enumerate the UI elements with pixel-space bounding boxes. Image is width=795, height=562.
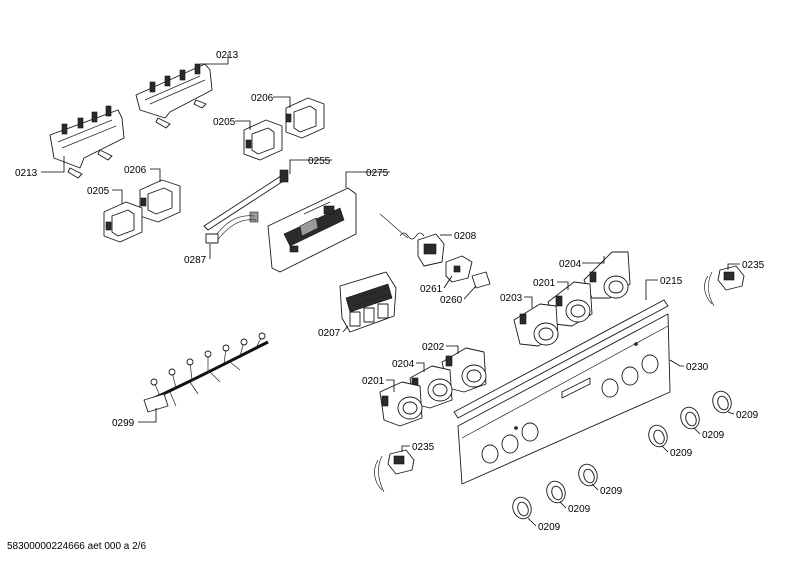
leader-lines (41, 54, 740, 527)
lamp-0235-lower (374, 449, 415, 493)
knob-ring-0209-c (648, 424, 668, 448)
control-board-0275 (267, 187, 357, 273)
label-0209-d: 0209 (600, 486, 623, 497)
label-0207: 0207 (318, 328, 341, 339)
label-0209-c: 0209 (670, 448, 693, 459)
selector-switch-0207 (339, 271, 397, 333)
label-0209-a: 0209 (736, 410, 759, 421)
label-0287: 0287 (184, 255, 207, 266)
label-0235-upper: 0235 (742, 260, 765, 271)
knob-ring-0209-f (512, 496, 532, 520)
label-0213-upper: 0213 (216, 50, 239, 61)
label-0204-rear: 0204 (559, 259, 582, 270)
control-panel-0230 (457, 313, 671, 485)
label-0202: 0202 (422, 342, 445, 353)
label-0208: 0208 (454, 231, 477, 242)
wire-0287 (205, 215, 257, 244)
label-0261: 0261 (420, 284, 443, 295)
knob-ring-0209-e (546, 480, 566, 504)
label-0215: 0215 (660, 276, 683, 287)
switch-0205-upper (243, 119, 283, 161)
thermostat-0208 (379, 213, 445, 267)
label-0201-rear: 0201 (533, 278, 556, 289)
knob-0203 (513, 303, 559, 347)
trim-strip-0215 (453, 299, 669, 419)
part-0261 (445, 255, 473, 283)
rail-0255 (203, 169, 289, 231)
switch-0206-upper (285, 97, 325, 139)
label-0260: 0260 (440, 295, 463, 306)
cable-harness-0299 (143, 332, 269, 413)
label-0205-upper: 0205 (213, 117, 236, 128)
knob-ring-0209-d (578, 463, 598, 487)
switch-0206-lower (139, 179, 181, 223)
label-0209-e: 0209 (568, 504, 591, 515)
knob-ring-0209-b (680, 406, 700, 430)
label-0205-lower: 0205 (87, 186, 110, 197)
label-0201-front: 0201 (362, 376, 385, 387)
knob-0201-front (379, 381, 423, 427)
knob-0204-rear (583, 251, 631, 299)
label-0204-front: 0204 (392, 359, 415, 370)
label-0209-b: 0209 (702, 430, 725, 441)
label-0209-f: 0209 (538, 522, 561, 533)
switch-0205-lower (103, 201, 143, 243)
part-labels: 0213 0213 0206 0205 0206 0205 0255 0275 … (15, 50, 765, 533)
label-0206-lower: 0206 (124, 165, 147, 176)
label-0275: 0275 (366, 168, 389, 179)
label-0235-lower: 0235 (412, 442, 435, 453)
label-0213-lower: 0213 (15, 168, 38, 179)
knob-ring-0209-a (712, 390, 732, 414)
part-0260 (471, 271, 491, 289)
label-0206-upper: 0206 (251, 93, 274, 104)
label-0299: 0299 (112, 418, 135, 429)
bracket-0213-upper (135, 63, 213, 129)
label-0255: 0255 (308, 156, 331, 167)
label-0230: 0230 (686, 362, 709, 373)
bracket-0213-lower (49, 105, 125, 179)
label-0203: 0203 (500, 293, 523, 304)
document-footer: 58300000224666 aet 000 a 2/6 (7, 541, 147, 552)
lamp-0235-upper (704, 265, 745, 307)
knob-0202 (441, 347, 487, 393)
